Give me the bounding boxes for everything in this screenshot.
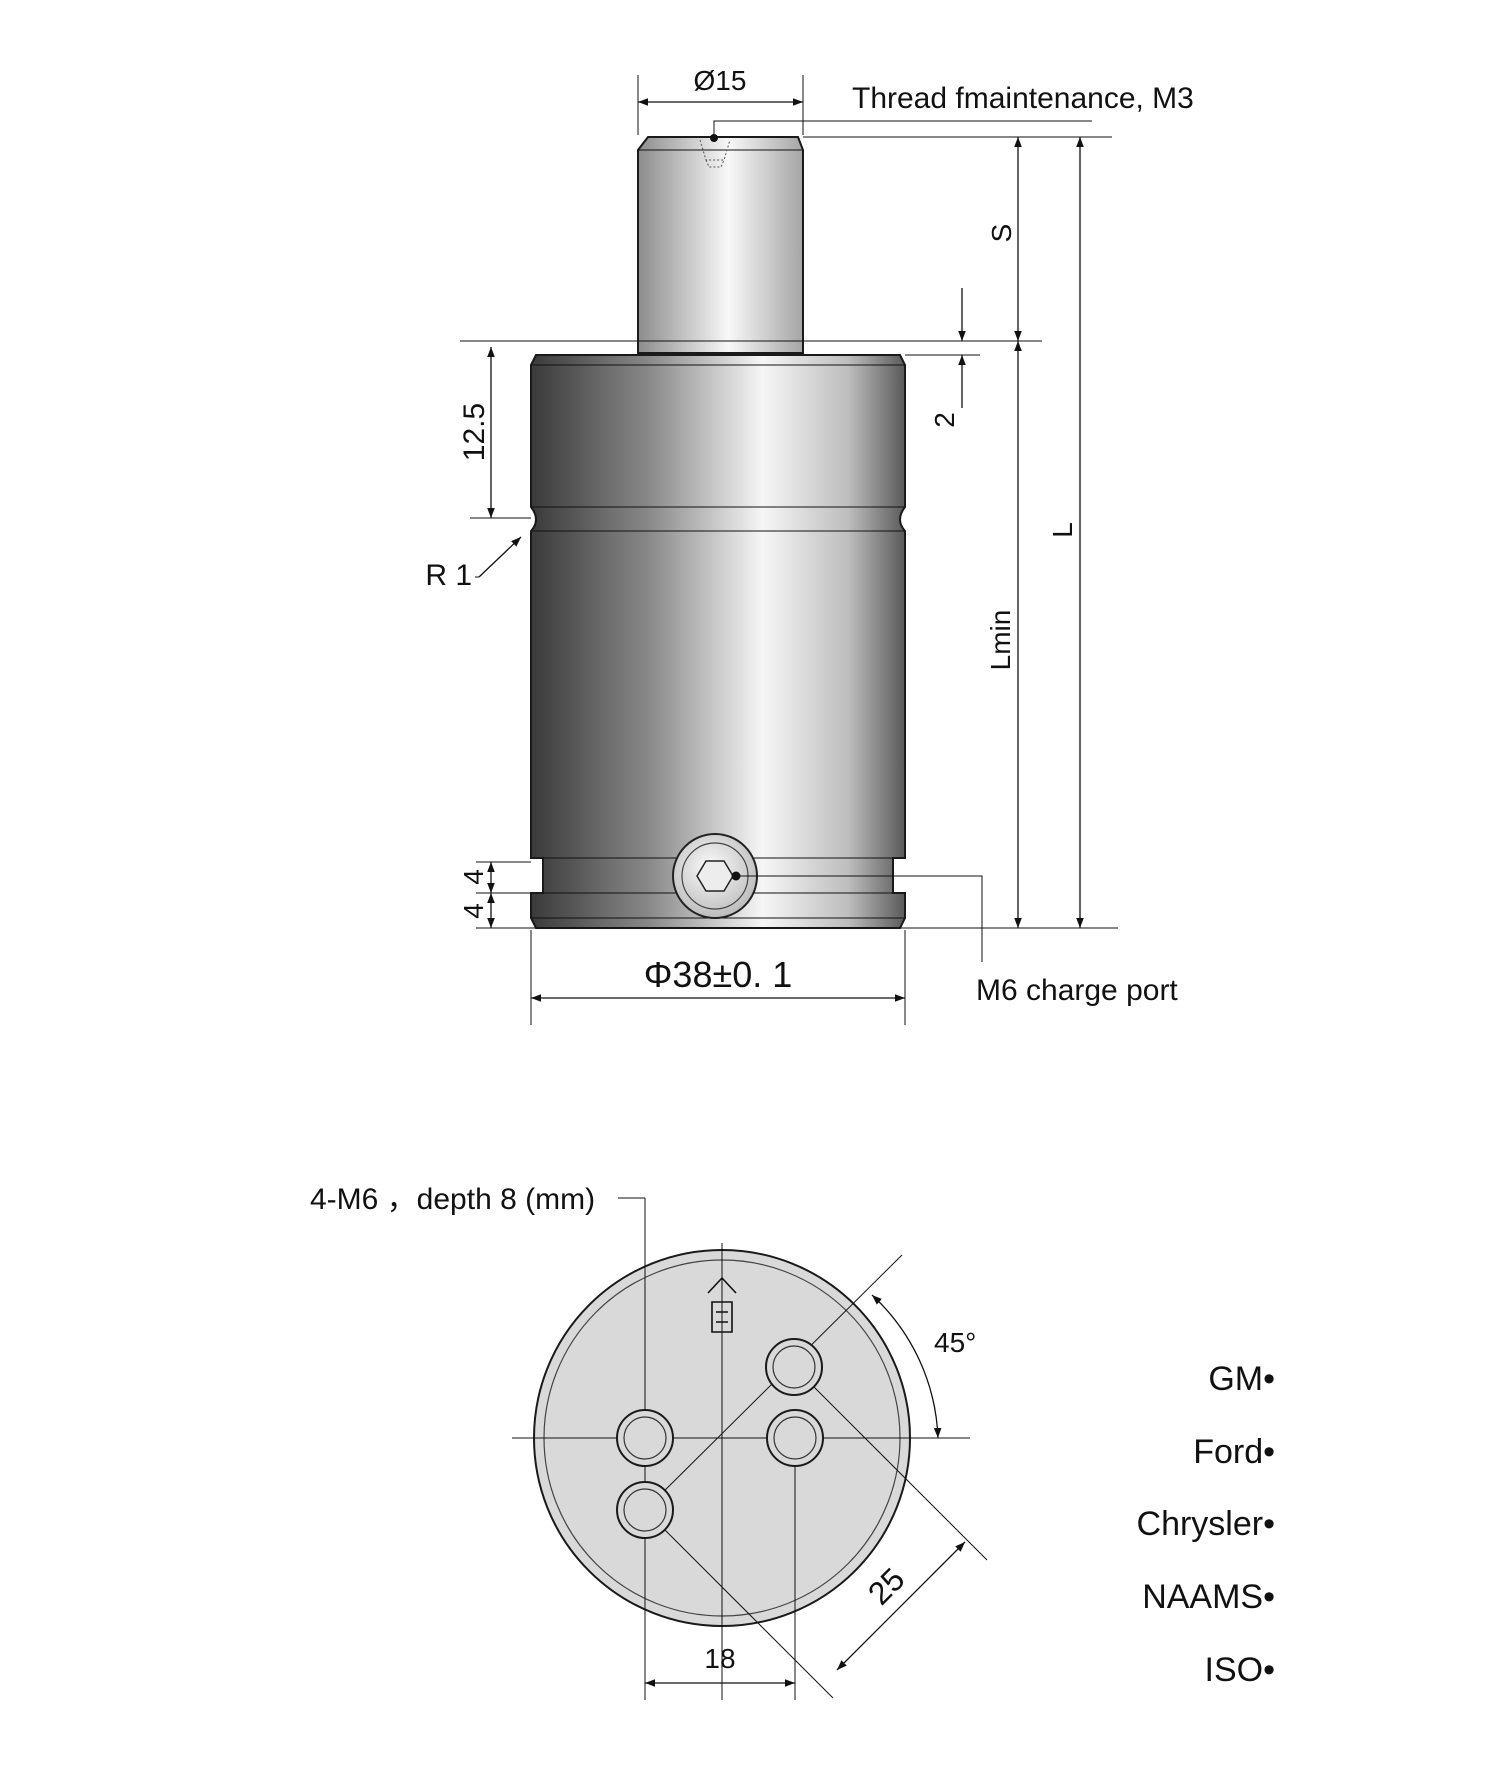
charge-port-icon	[672, 833, 758, 919]
piston-rod	[637, 136, 804, 354]
mounting-hole	[766, 1409, 824, 1467]
standards-list: GM• Ford• Chrysler• NAAMS• ISO•	[1137, 1360, 1275, 1689]
step-label: 2	[929, 412, 960, 428]
holes-note-label: 4-M6 ，depth 8 (mm)	[310, 1183, 595, 1216]
angle-label: 45°	[934, 1327, 976, 1358]
standard-chrysler: Chrysler•	[1137, 1505, 1275, 1543]
standard-iso: ISO•	[1205, 1651, 1275, 1689]
spacing-label: 18	[704, 1643, 735, 1674]
bottom-dimension-lines	[645, 1294, 966, 1687]
charge-valve-icon	[707, 1276, 737, 1333]
rod-diameter-label: Ø15	[694, 65, 747, 96]
standard-gm: GM•	[1208, 1360, 1275, 1398]
stroke-label: S	[986, 224, 1017, 243]
bottom-view: 4-M6 ，depth 8 (mm) 45° 25 18	[310, 1183, 988, 1700]
body-diameter-label: Φ38±0. 1	[644, 954, 793, 995]
bottom-band-a-label: 4	[458, 869, 489, 885]
top-band-label: 12.5	[458, 403, 491, 461]
mounting-hole	[616, 1409, 674, 1467]
extension-lines	[460, 75, 1118, 1025]
mounting-holes	[616, 1338, 824, 1539]
thread-leader-dot	[710, 134, 718, 142]
bottom-band-b-label: 4	[458, 903, 489, 919]
side-view: Ø15 Thread fmaintenance, M3 S L Lmin 2 1…	[425, 65, 1194, 1025]
standard-ford: Ford•	[1193, 1433, 1275, 1471]
mounting-hole	[616, 1481, 674, 1539]
maintenance-thread-icon	[699, 139, 731, 168]
length-min-label: Lmin	[985, 610, 1016, 671]
length-label: L	[1047, 522, 1078, 538]
maintenance-thread-label: Thread fmaintenance, M3	[852, 82, 1194, 115]
mounting-hole	[765, 1338, 823, 1396]
standard-naams: NAAMS•	[1142, 1578, 1275, 1616]
construction-lines	[512, 1197, 988, 1700]
dimension-lines	[478, 98, 1084, 1002]
charge-port-label: M6 charge port	[976, 974, 1178, 1007]
groove-radius-label: R 1	[425, 559, 472, 592]
